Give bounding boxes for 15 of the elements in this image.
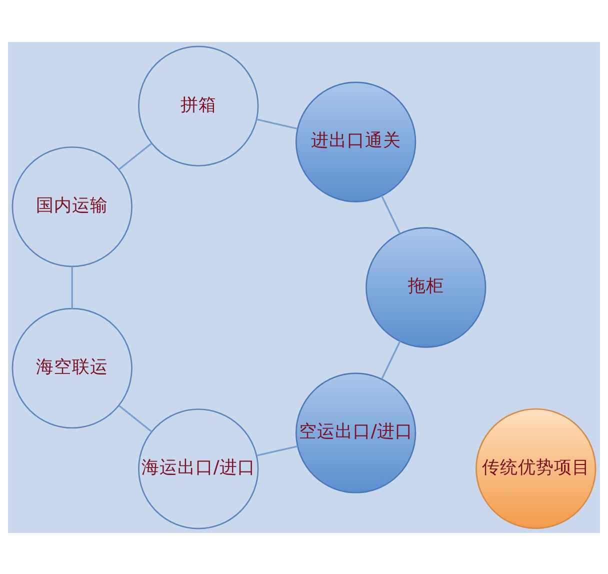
node-circle: 国内运输 — [12, 146, 132, 267]
node-circle: 拖柜 — [366, 226, 486, 348]
node-circle: 海空联运 — [12, 307, 132, 428]
connector — [118, 404, 152, 432]
connector — [256, 444, 298, 456]
node-circle: 拼箱 — [138, 45, 259, 166]
connector — [256, 118, 298, 129]
connector — [71, 266, 73, 308]
node-circle: 海运出口/进口 — [138, 408, 259, 529]
node-circle: 传统优势项目 — [476, 408, 596, 528]
connector — [381, 340, 401, 379]
node-circle: 进出口通关 — [296, 81, 416, 202]
connector — [118, 142, 152, 170]
node-circle: 空运出口/进口 — [296, 372, 416, 493]
connector — [380, 194, 401, 234]
